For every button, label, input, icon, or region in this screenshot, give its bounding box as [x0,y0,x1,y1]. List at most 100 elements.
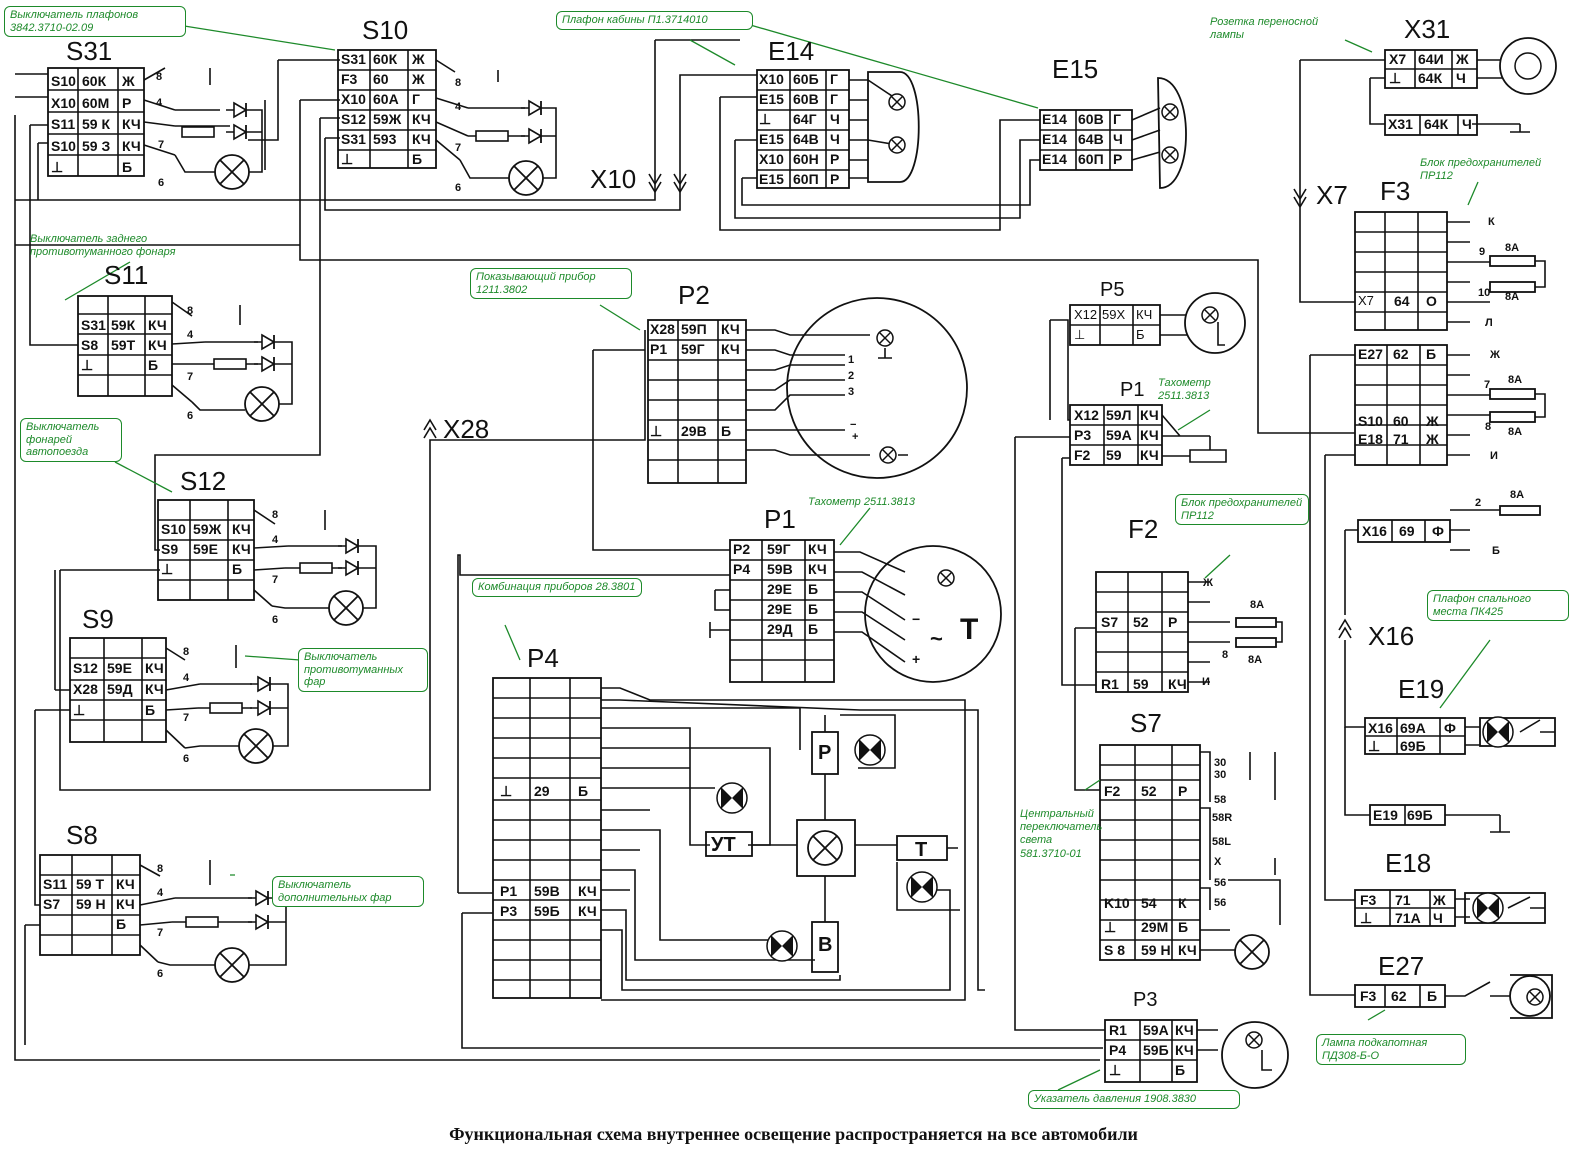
p2-gauge-label: + [852,431,859,443]
s7-cell: 59 Н [1141,942,1171,958]
e14-cell: 60П [793,171,819,187]
e15-cell: Р [1113,151,1123,167]
f3-cell: 64 [1394,293,1410,309]
e19-title: E19 [1398,674,1445,704]
p1-gauge-label: ~ [930,626,943,651]
s11-title: S11 [104,260,149,290]
switch-node-number: 8 [183,646,190,658]
p4-cell: 59В [534,883,560,899]
s8-cell: Б [116,916,127,932]
s11-cell: КЧ [148,337,167,353]
switch-node-number: 6 [455,182,462,194]
block-p1 [709,539,1002,683]
s31-cell: S10 [51,73,76,89]
s31-cell: ⊥ [51,159,64,175]
e14-cell: X10 [759,71,784,87]
p2-cell: КЧ [721,321,740,337]
e14-cell: Р [830,151,840,167]
p4-cell: 29 [534,783,550,799]
note-s9: Выключатель противотуманных фар [298,648,428,692]
p2-cell: 59Г [681,341,705,357]
s11-cell: S8 [81,337,99,353]
e14-cell: Г [830,71,838,87]
s8-cell: 59 Т [76,876,105,892]
p1b-cell: 59А [1106,427,1132,443]
f2-pin: И [1202,676,1210,688]
s7-pin: 58 [1214,794,1227,806]
e14-cell: X10 [759,151,784,167]
f2-cell: КЧ [1168,676,1187,692]
p5-cell: X12 [1074,307,1098,322]
e15-cell: 60П [1078,151,1104,167]
switch-node-number: 6 [272,614,279,626]
e14-cell: Р [830,171,840,187]
e15-cell: Г [1113,111,1121,127]
e18-cell: 71 [1395,892,1411,908]
e19-cell: Ф [1444,720,1456,736]
block-s11 [77,295,293,422]
block-x16 [1357,505,1541,551]
switch-node-number: 7 [187,371,194,383]
s10-cell: КЧ [412,111,431,127]
p3-cell: Б [1175,1062,1186,1078]
s7-pin: 58R [1212,812,1233,824]
p2-cell: Б [721,423,732,439]
x16-pin: Б [1492,545,1500,557]
p1b-cell: 59Л [1106,407,1132,423]
switch-node-number: 7 [272,574,279,586]
block-s31 [47,67,263,190]
s8-title: S8 [66,820,98,850]
p1b-cell: КЧ [1140,447,1159,463]
p3-cell: P4 [1109,1042,1127,1058]
x16-cell: X16 [1362,523,1387,539]
x7-label: X7 [1316,180,1348,210]
f3-pin: 10 [1478,287,1491,299]
f3-pin: 8А [1505,291,1520,303]
s9-cell: ⊥ [73,702,86,718]
s10-title: S10 [362,15,409,45]
e14-cell: 60Н [793,151,819,167]
note-s11: Выключатель заднего противотуманного фон… [30,233,176,259]
s11-cell: 59Т [111,337,136,353]
s10-cell: Ж [412,51,425,67]
note-p2: Показывающий прибор 1211.3802 [470,268,632,300]
s9-cell: 59Е [107,660,132,676]
f2-pin: 8А [1250,599,1265,611]
switch-node-number: 7 [158,139,165,151]
switch-node-number: 8 [187,305,194,317]
s31-cell: Б [122,159,133,175]
note-p1b: Тахометр 2511.3813 [1158,377,1211,403]
s10-cell: S12 [341,111,366,127]
f3-lower-pin: 8А [1508,374,1523,386]
p1a-cell: P4 [733,561,751,577]
x31-cell: ⊥ [1389,70,1402,86]
p1a-cell: 59Г [767,541,791,557]
s7-title: S7 [1130,708,1162,738]
s12-cell: КЧ [232,541,251,557]
p4-part-label: T [915,839,928,861]
note-e19: Плафон спального места ПК425 [1427,590,1569,622]
block-s10 [337,49,557,196]
s9-cell: 59Д [107,681,133,697]
e15-cell: E14 [1042,131,1067,147]
s31-cell: Ж [122,73,135,89]
s31-title: S31 [66,36,113,66]
p4-part-label: УТ [711,834,736,856]
p1a-cell: 29Е [767,601,792,617]
p2-title: P2 [678,280,710,310]
x31-cell: X7 [1389,51,1407,67]
p1a-cell: 29Е [767,581,792,597]
p5-cell: ⊥ [1074,327,1086,342]
f2-cell: S7 [1101,614,1119,630]
f3-pin: К [1488,216,1495,228]
s7-cell: S 8 [1104,942,1126,958]
s31-cell: КЧ [122,116,141,132]
f3-lower-pin: И [1490,450,1498,462]
p4-cell: 59Б [534,903,560,919]
block-e27 [1354,974,1553,1019]
note-f2: Блок предохранителей ПР112 [1175,494,1309,526]
block-p2 [647,297,968,484]
s9-cell: КЧ [145,660,164,676]
f2-cell: 52 [1133,614,1149,630]
s11-cell: Б [148,357,159,373]
